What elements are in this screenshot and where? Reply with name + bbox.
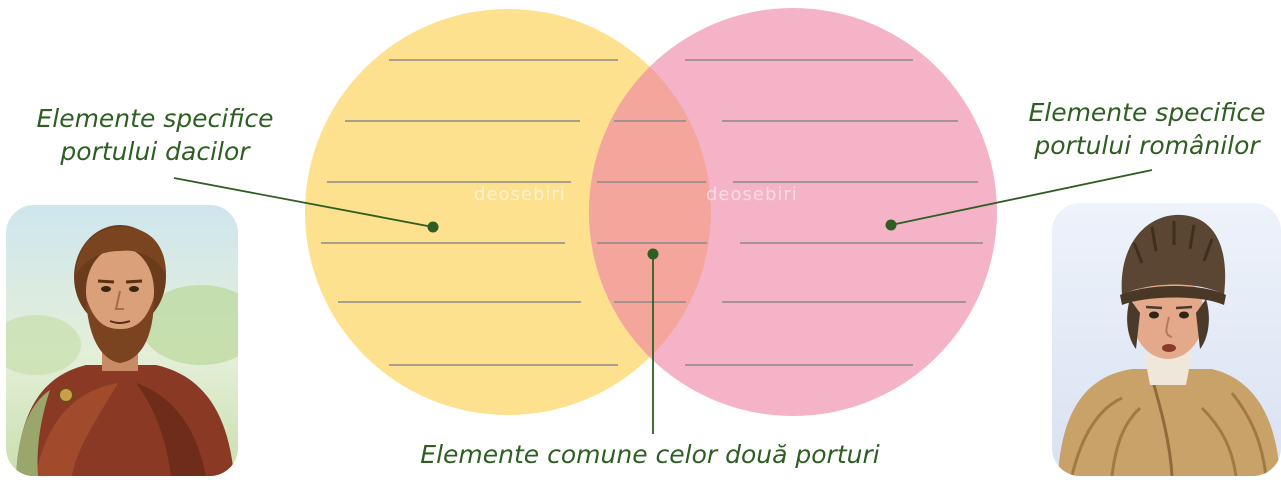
dacian-portrait bbox=[6, 205, 238, 476]
watermark-left: deosebiri bbox=[474, 184, 566, 205]
label-line: Elemente specifice bbox=[36, 104, 274, 133]
watermark-right: deosebiri bbox=[706, 184, 798, 205]
left-circle-daci bbox=[305, 9, 711, 415]
label-line: Elemente specifice bbox=[1028, 98, 1266, 127]
pointer-line-right bbox=[890, 169, 1153, 226]
pointer-dot-center bbox=[647, 248, 659, 260]
label-dacian-specific: Elemente specifice portului dacilor bbox=[30, 102, 280, 168]
right-writing-lines bbox=[685, 59, 983, 366]
pointer-dot-left bbox=[427, 221, 439, 233]
label-line: portului românilor bbox=[1034, 131, 1260, 160]
label-romanian-specific: Elemente specifice portului românilor bbox=[1022, 96, 1272, 162]
label-line: portului dacilor bbox=[60, 137, 250, 166]
pointer-line-left bbox=[173, 177, 434, 228]
romanian-portrait bbox=[1052, 203, 1281, 476]
right-circle-romani bbox=[589, 8, 997, 416]
left-writing-lines bbox=[321, 59, 618, 366]
romanian-illustration bbox=[1052, 203, 1281, 476]
dacian-illustration bbox=[6, 205, 238, 476]
label-common-elements: Elemente comune celor două porturi bbox=[420, 440, 880, 469]
pointer-dot-right bbox=[885, 219, 897, 231]
overlap-writing-lines bbox=[597, 120, 707, 303]
